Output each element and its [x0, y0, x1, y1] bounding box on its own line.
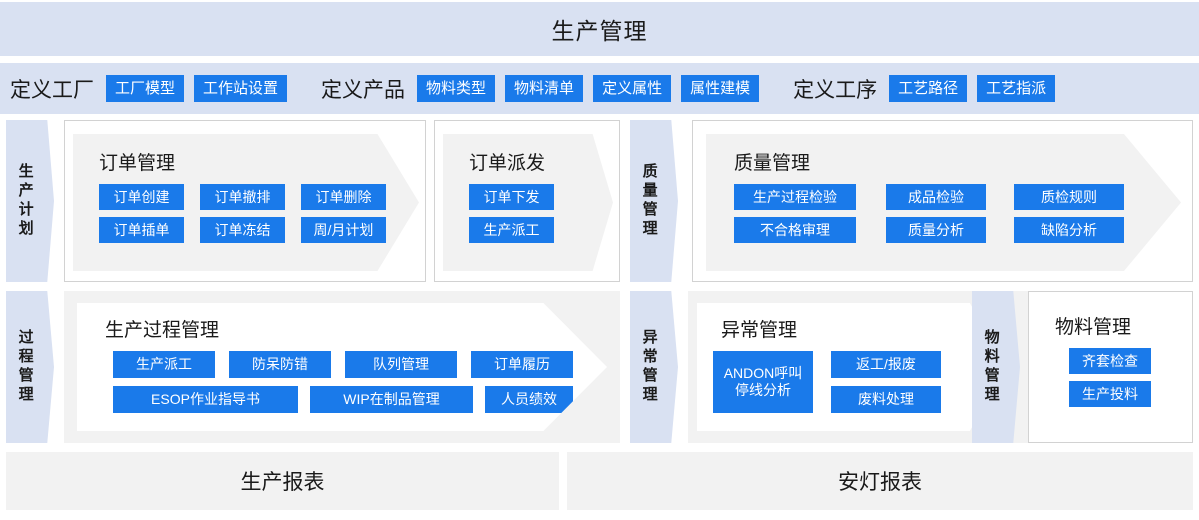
sidebar-item-process-management[interactable]: 过程管理 [6, 291, 54, 443]
order-management-title: 订单管理 [99, 153, 176, 174]
define-factory-label: 定义工厂 [10, 78, 94, 102]
button-production-dispatch-2[interactable]: 生产派工 [113, 351, 215, 378]
define-factory-group: 定义工厂 工厂模型 工作站设置 [10, 74, 288, 104]
button-andon-call-line-stop-analysis[interactable]: ANDON呼叫 停线分析 [713, 351, 813, 413]
button-order-create[interactable]: 订单创建 [99, 184, 184, 210]
chip-attribute-modeling[interactable]: 属性建模 [681, 74, 760, 103]
chip-workstation-setup[interactable]: 工作站设置 [194, 74, 288, 103]
sidebar-item-quality-management[interactable]: 质量管理 [630, 120, 678, 282]
order-dispatch-card: 订单派发 订单下发 生产派工 [434, 120, 620, 282]
button-mistake-proofing[interactable]: 防呆防错 [229, 351, 331, 378]
chip-process-route[interactable]: 工艺路径 [889, 74, 968, 103]
define-process-label: 定义工序 [793, 78, 878, 102]
button-in-process-inspection[interactable]: 生产过程检验 [734, 184, 856, 210]
button-order-history[interactable]: 订单履历 [471, 351, 573, 378]
button-defect-analysis[interactable]: 缺陷分析 [1014, 217, 1124, 243]
production-report-bar[interactable]: 生产报表 [6, 452, 559, 510]
button-order-freeze[interactable]: 订单冻结 [200, 217, 285, 243]
order-management-panel: 订单管理 订单创建 订单撤排 订单删除 订单插单 订单冻结 周/月计划 [73, 134, 419, 271]
button-weekly-monthly-plan[interactable]: 周/月计划 [301, 217, 386, 243]
button-personnel-performance[interactable]: 人员绩效 [485, 386, 573, 413]
button-production-dispatch[interactable]: 生产派工 [469, 217, 554, 243]
andon-report-bar[interactable]: 安灯报表 [567, 452, 1193, 510]
button-queue-management[interactable]: 队列管理 [345, 351, 457, 378]
material-management-panel: 物料管理 齐套检查 生产投料 [1037, 302, 1187, 432]
button-order-delete[interactable]: 订单删除 [301, 184, 386, 210]
production-report-label: 生产报表 [240, 471, 325, 494]
define-product-group: 定义产品 物料类型 物料清单 定义属性 属性建模 [321, 74, 760, 104]
button-order-release[interactable]: 订单下发 [469, 184, 554, 210]
button-quality-analysis[interactable]: 质量分析 [886, 217, 986, 243]
button-order-unschedule[interactable]: 订单撤排 [200, 184, 285, 210]
define-process-group: 定义工序 工艺路径 工艺指派 [793, 74, 1056, 104]
button-esop-work-instruction[interactable]: ESOP作业指导书 [113, 386, 298, 413]
quality-management-card: 质量管理 生产过程检验 成品检验 质检规则 不合格审理 质量分析 缺陷分析 [692, 120, 1193, 282]
chip-material-type[interactable]: 物料类型 [417, 74, 496, 103]
definition-band: 定义工厂 工厂模型 工作站设置 定义产品 物料类型 物料清单 定义属性 属性建模… [0, 63, 1199, 114]
order-management-card: 订单管理 订单创建 订单撤排 订单删除 订单插单 订单冻结 周/月计划 [64, 120, 426, 282]
button-nonconformance-review[interactable]: 不合格审理 [734, 217, 856, 243]
quality-management-title: 质量管理 [734, 153, 811, 174]
sidebar-item-production-plan[interactable]: 生产计划 [6, 120, 54, 282]
sidebar-item-material-management[interactable]: 物料管理 [972, 291, 1020, 443]
chip-bill-of-materials[interactable]: 物料清单 [505, 74, 584, 103]
exception-management-card: 异常管理 ANDON呼叫 停线分析 返工/报废 废料处理 [688, 291, 1028, 443]
define-product-label: 定义产品 [321, 78, 406, 102]
button-rework-scrap[interactable]: 返工/报废 [831, 351, 941, 378]
exception-management-title: 异常管理 [721, 320, 798, 341]
chip-factory-model[interactable]: 工厂模型 [106, 74, 185, 103]
page-title: 生产管理 [551, 18, 648, 44]
exception-management-panel: 异常管理 ANDON呼叫 停线分析 返工/报废 废料处理 [697, 303, 1007, 431]
button-order-insert[interactable]: 订单插单 [99, 217, 184, 243]
chip-process-assignment[interactable]: 工艺指派 [977, 74, 1056, 103]
material-management-card: 物料管理 齐套检查 生产投料 [1028, 291, 1193, 443]
button-finished-goods-inspection[interactable]: 成品检验 [886, 184, 986, 210]
production-process-card: 生产过程管理 生产派工 防呆防错 队列管理 订单履历 ESOP作业指导书 WIP… [64, 291, 620, 443]
andon-report-label: 安灯报表 [838, 471, 922, 494]
quality-management-panel: 质量管理 生产过程检验 成品检验 质检规则 不合格审理 质量分析 缺陷分析 [706, 134, 1181, 271]
sidebar-item-production-plan-label: 生产计划 [16, 163, 34, 239]
sidebar-item-exception-management[interactable]: 异常管理 [630, 291, 678, 443]
button-waste-disposal[interactable]: 废料处理 [831, 386, 941, 413]
sidebar-item-material-management-label: 物料管理 [982, 329, 1000, 405]
page-title-band: 生产管理 [0, 2, 1199, 56]
order-dispatch-panel: 订单派发 订单下发 生产派工 [443, 134, 613, 271]
button-inspection-rules[interactable]: 质检规则 [1014, 184, 1124, 210]
button-production-material-issue[interactable]: 生产投料 [1069, 381, 1151, 407]
chip-define-attribute[interactable]: 定义属性 [593, 74, 672, 103]
sidebar-item-exception-management-label: 异常管理 [640, 329, 658, 405]
sidebar-item-process-management-label: 过程管理 [16, 329, 34, 405]
order-dispatch-title: 订单派发 [469, 153, 546, 174]
production-process-panel: 生产过程管理 生产派工 防呆防错 队列管理 订单履历 ESOP作业指导书 WIP… [77, 303, 607, 431]
sidebar-item-quality-management-label: 质量管理 [640, 163, 658, 239]
button-wip-management[interactable]: WIP在制品管理 [310, 386, 473, 413]
button-kitting-check[interactable]: 齐套检查 [1069, 348, 1151, 374]
production-process-title: 生产过程管理 [105, 320, 220, 341]
material-management-title: 物料管理 [1055, 317, 1132, 338]
